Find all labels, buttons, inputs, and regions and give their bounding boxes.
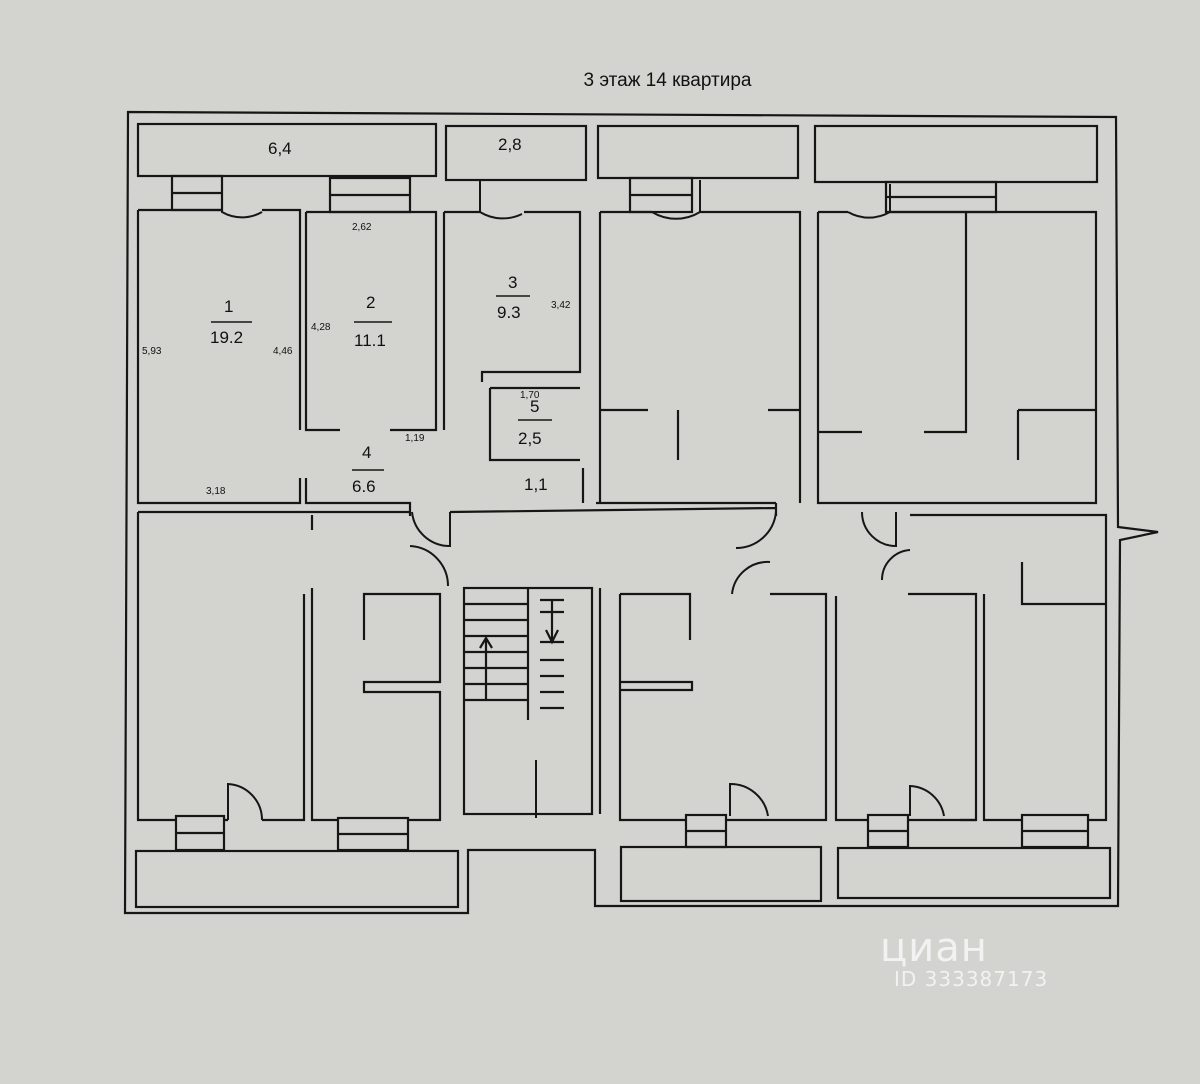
balcony-area-2-8: 2,8 bbox=[498, 135, 522, 154]
room-5-number: 5 bbox=[530, 397, 539, 416]
balcony-2-8 bbox=[444, 124, 588, 182]
room-1-number: 1 bbox=[224, 297, 233, 316]
outer-wall bbox=[123, 110, 1159, 915]
room-3-wall bbox=[444, 210, 582, 382]
balcony-area-6-4: 6,4 bbox=[268, 139, 292, 158]
room-5-area: 2,5 bbox=[518, 429, 542, 448]
dim-1-70: 1,70 bbox=[520, 390, 540, 401]
room-4-number: 4 bbox=[362, 443, 371, 462]
room-1-area: 19.2 bbox=[210, 328, 243, 347]
balcony-bottom-1 bbox=[134, 849, 460, 909]
dim-4-46: 4,46 bbox=[273, 346, 293, 357]
cian-watermark: циан ID 333387173 bbox=[880, 925, 1048, 991]
dim-3-18: 3,18 bbox=[206, 486, 226, 497]
dim-5-93: 5,93 bbox=[142, 346, 162, 357]
watermark-brand: циан bbox=[880, 925, 988, 971]
dim-1-19: 1,19 bbox=[405, 433, 425, 444]
balcony-bottom-2 bbox=[619, 845, 823, 903]
balcony-bottom-3 bbox=[836, 846, 1112, 900]
dim-4-28: 4,28 bbox=[311, 322, 331, 333]
room-2-number: 2 bbox=[366, 293, 375, 312]
dim-2-62: 2,62 bbox=[352, 222, 372, 233]
balcony-top-3 bbox=[596, 124, 800, 180]
room-4-area: 6.6 bbox=[352, 477, 376, 496]
watermark-id: ID 333387173 bbox=[894, 967, 1049, 991]
room-2-wall bbox=[304, 210, 438, 432]
room-1-wall bbox=[136, 208, 302, 505]
plan-title: 3 этаж 14 квартира bbox=[583, 70, 752, 91]
room-5-wall bbox=[488, 386, 580, 462]
balcony-6-4 bbox=[136, 122, 438, 178]
room-3-area: 9.3 bbox=[497, 303, 521, 322]
dim-3-42: 3,42 bbox=[551, 300, 571, 311]
room-2-area: 11.1 bbox=[354, 331, 386, 350]
balcony-top-4 bbox=[813, 124, 1099, 184]
room-3-number: 3 bbox=[508, 273, 517, 292]
small-room-area: 1,1 bbox=[524, 475, 548, 494]
